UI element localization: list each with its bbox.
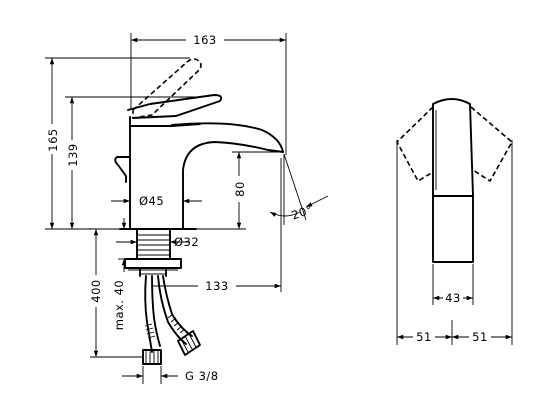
- body-front: [432, 195, 474, 263]
- spout-lower: [182, 141, 284, 230]
- dim-body-diameter: Ø45: [139, 194, 164, 208]
- hose-braid-left: [144, 323, 156, 339]
- dim-max-thickness: max. 40: [112, 280, 126, 331]
- fixing-nut: [124, 258, 182, 269]
- hose-fitting-left: [142, 349, 162, 365]
- dim-height-total: 165: [46, 128, 60, 151]
- dim-projection: 133: [205, 279, 228, 293]
- faucet-front-view: [396, 98, 514, 263]
- dim-height-spout: 139: [66, 143, 80, 166]
- hose-braid-right: [167, 313, 186, 334]
- dim-side-right: 51: [472, 330, 488, 344]
- hose-left: [144, 275, 153, 353]
- dim-hose-length: 400: [89, 279, 103, 302]
- faucet-top: [129, 116, 201, 127]
- hose-fitting-right: [177, 330, 201, 356]
- dim-width-top: 163: [193, 33, 216, 47]
- hose-left-inner: [151, 275, 161, 347]
- hose-right-inner: [162, 275, 193, 337]
- dim-height-outlet: 80: [233, 181, 247, 197]
- shank-thread: [137, 234, 170, 256]
- pop-up-rod: [114, 156, 130, 183]
- dim-shank-diameter: Ø32: [174, 235, 199, 249]
- dimension-lines: 163 165 139 80 20° Ø45 Ø32: [43, 33, 329, 384]
- faucet-side-view: [114, 58, 284, 365]
- fitting-left-ribs: [145, 350, 159, 364]
- shank: [136, 229, 171, 259]
- dim-angle: 20°: [289, 202, 314, 223]
- dim-connection: G 3/8: [185, 369, 219, 383]
- fixing-stud: [139, 267, 167, 277]
- lever-left-rotated: [396, 106, 434, 183]
- dim-lever-width: 43: [445, 291, 461, 305]
- fixing-plate: [128, 269, 178, 275]
- fitting-right-ribs: [180, 333, 197, 353]
- lever-open-outline: [132, 58, 202, 119]
- front-dimensions: 43 51 51: [396, 140, 513, 345]
- dim-side-left: 51: [416, 330, 432, 344]
- lever-closed: [127, 94, 223, 119]
- spout-upper: [171, 122, 284, 153]
- lever-front: [432, 98, 474, 197]
- lever-right-rotated: [470, 106, 514, 183]
